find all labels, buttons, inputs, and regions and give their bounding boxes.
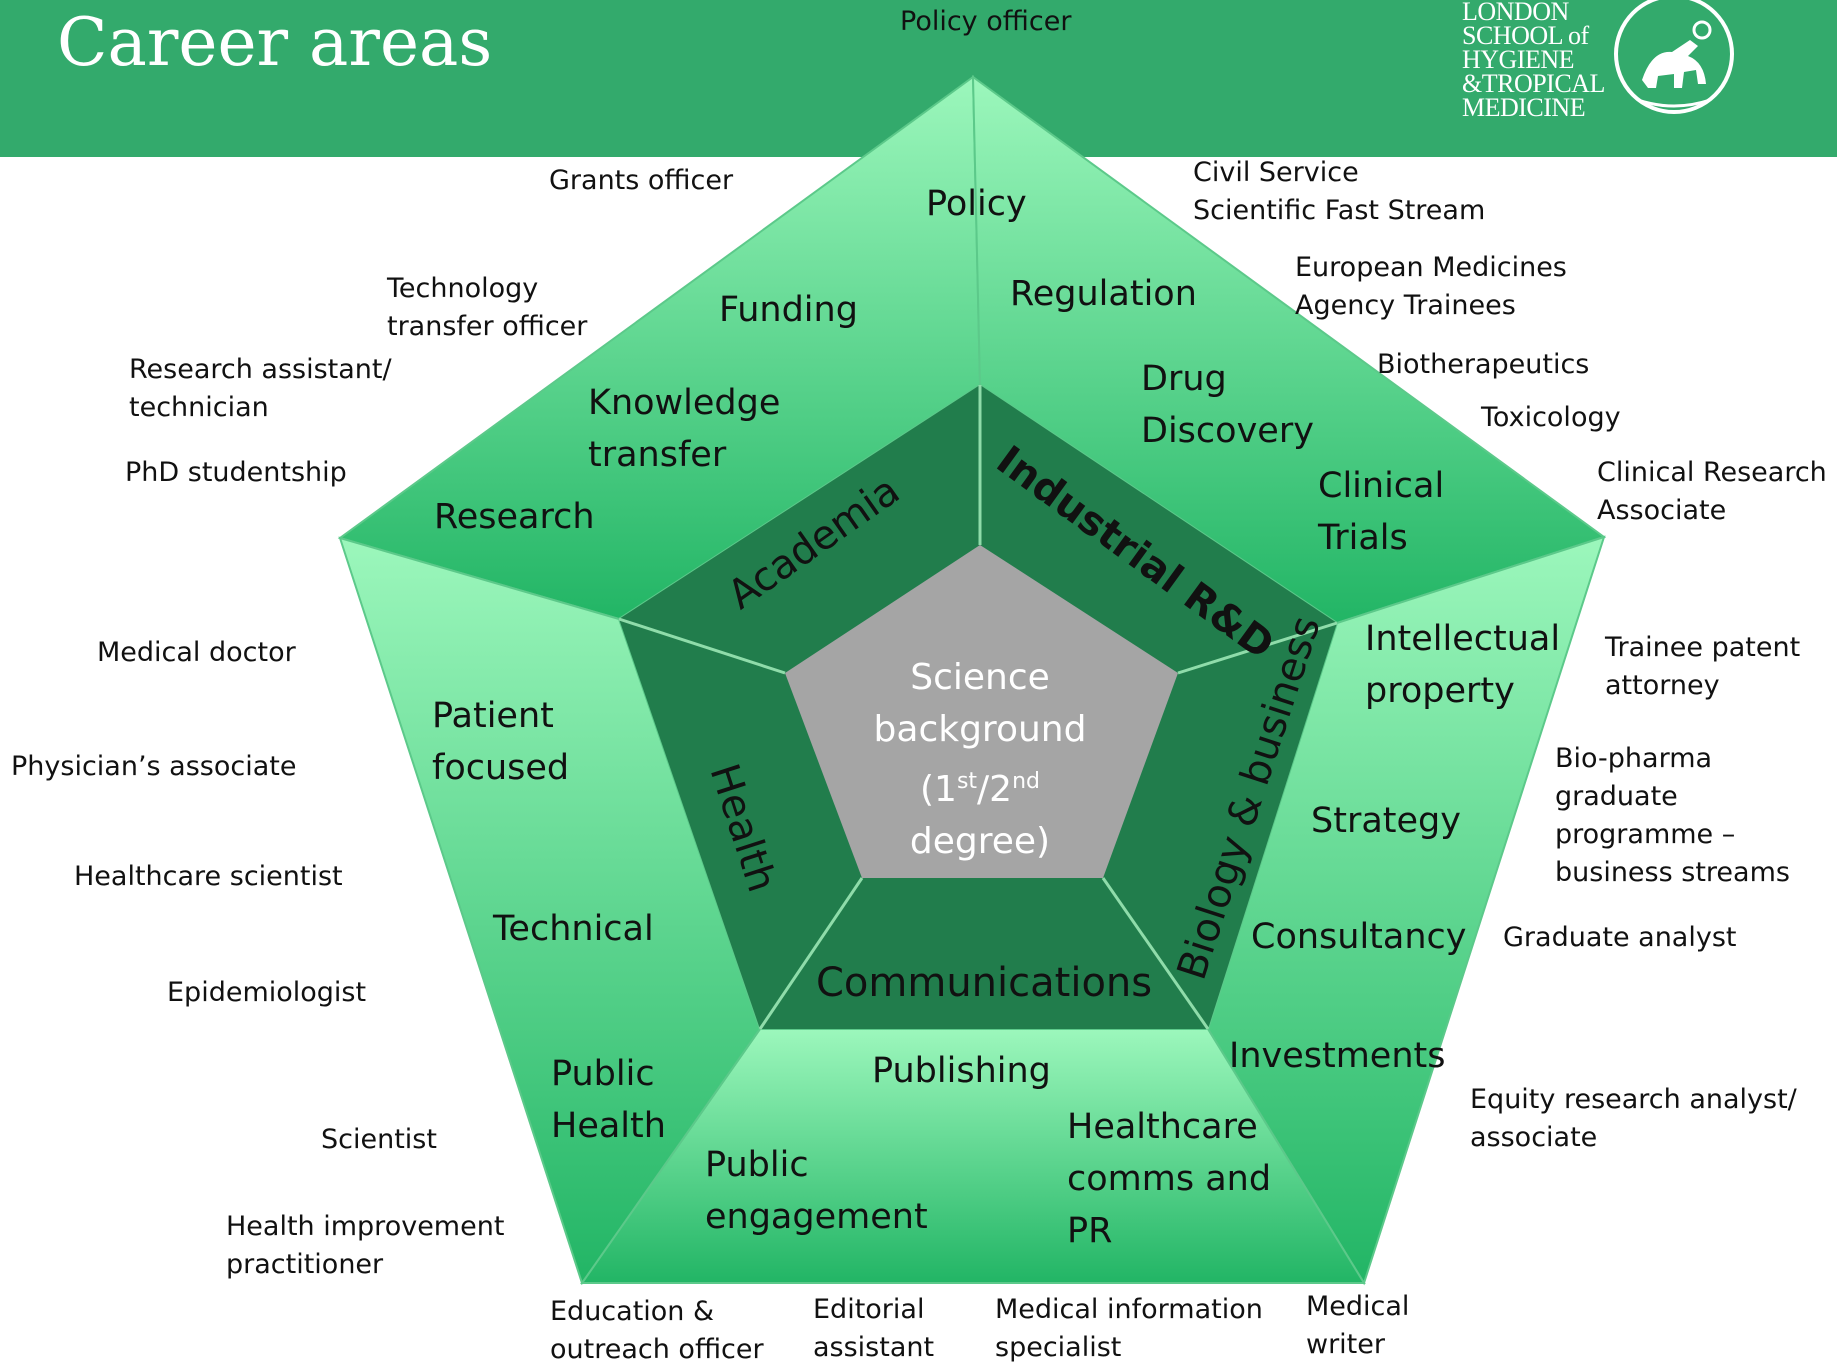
job-equity-research: Equity research analyst/ associate	[1470, 1084, 1797, 1153]
job-research-assistant: Research assistant/ technician	[129, 354, 392, 423]
job-health-improvement: Health improvement practitioner	[226, 1211, 505, 1280]
job-editorial-assistant: Editorial assistant	[813, 1294, 935, 1363]
center-pentagon	[785, 545, 1178, 878]
area-patient-focused: Patient focused	[432, 696, 570, 788]
job-policy-officer: Policy officer	[900, 6, 1072, 37]
job-medical-information: Medical information specialist	[995, 1294, 1263, 1363]
logo-emblem-icon	[1614, 0, 1734, 114]
job-technology-transfer: Technology transfer officer	[387, 273, 588, 342]
center-line-1: Science	[910, 657, 1050, 698]
area-knowledge-transfer: Knowledge transfer	[588, 383, 781, 475]
job-medical-writer: Medical writer	[1306, 1291, 1410, 1360]
area-consultancy: Consultancy	[1251, 917, 1467, 957]
sector-communications: Communications	[816, 960, 1153, 1006]
area-healthcare-comms: Healthcare comms and PR	[1067, 1107, 1272, 1251]
area-funding: Funding	[719, 290, 858, 330]
area-regulation: Regulation	[1010, 274, 1197, 314]
job-education-outreach: Education & outreach officer	[550, 1296, 764, 1365]
area-clinical-trials: Clinical Trials	[1318, 466, 1445, 558]
inner-dividers	[618, 385, 1338, 1030]
job-graduate-analyst: Graduate analyst	[1503, 922, 1737, 953]
job-medical-doctor: Medical doctor	[97, 637, 296, 668]
job-phd-studentship: PhD studentship	[125, 457, 347, 488]
area-investments: Investments	[1229, 1036, 1446, 1076]
superscript-nd: nd	[1012, 769, 1040, 794]
area-research: Research	[434, 497, 595, 537]
area-strategy: Strategy	[1311, 801, 1461, 841]
page-title: Career areas	[57, 4, 493, 81]
center-text: Science background (1st/2nd degree)	[860, 652, 1100, 868]
job-biopharma-graduate: Bio-pharma graduate programme – business…	[1555, 743, 1790, 888]
center-line-4: degree)	[909, 821, 1051, 862]
area-policy: Policy	[926, 184, 1027, 224]
area-drug-discovery: Drug Discovery	[1141, 359, 1314, 451]
lshtm-logo: LONDON SCHOOL of HYGIENE &TROPICAL MEDIC…	[1462, 0, 1752, 122]
job-clinical-research-associate: Clinical Research Associate	[1597, 457, 1827, 526]
job-healthcare-scientist: Healthcare scientist	[74, 861, 343, 892]
job-civil-service: Civil Service Scientific Fast Stream	[1193, 157, 1486, 226]
center-line-3: (1st/2nd	[919, 769, 1040, 810]
job-ema-trainees: European Medicines Agency Trainees	[1295, 252, 1567, 321]
area-publishing: Publishing	[872, 1051, 1051, 1091]
area-technical: Technical	[493, 909, 654, 949]
job-physicians-associate: Physician’s associate	[11, 751, 297, 782]
area-public-engagement: Public engagement	[705, 1145, 928, 1237]
center-line-2: background	[873, 709, 1087, 750]
logo-wordmark: LONDON SCHOOL of HYGIENE &TROPICAL MEDIC…	[1462, 0, 1605, 122]
job-epidemiologist: Epidemiologist	[167, 977, 367, 1008]
job-toxicology: Toxicology	[1481, 402, 1621, 433]
job-biotherapeutics: Biotherapeutics	[1377, 349, 1590, 380]
superscript-st: st	[956, 769, 978, 794]
job-trainee-patent-attorney: Trainee patent attorney	[1605, 632, 1801, 701]
job-scientist: Scientist	[321, 1124, 437, 1155]
area-public-health: Public Health	[551, 1054, 666, 1146]
area-intellectual-property: Intellectual property	[1365, 619, 1561, 711]
job-grants-officer: Grants officer	[549, 165, 734, 196]
